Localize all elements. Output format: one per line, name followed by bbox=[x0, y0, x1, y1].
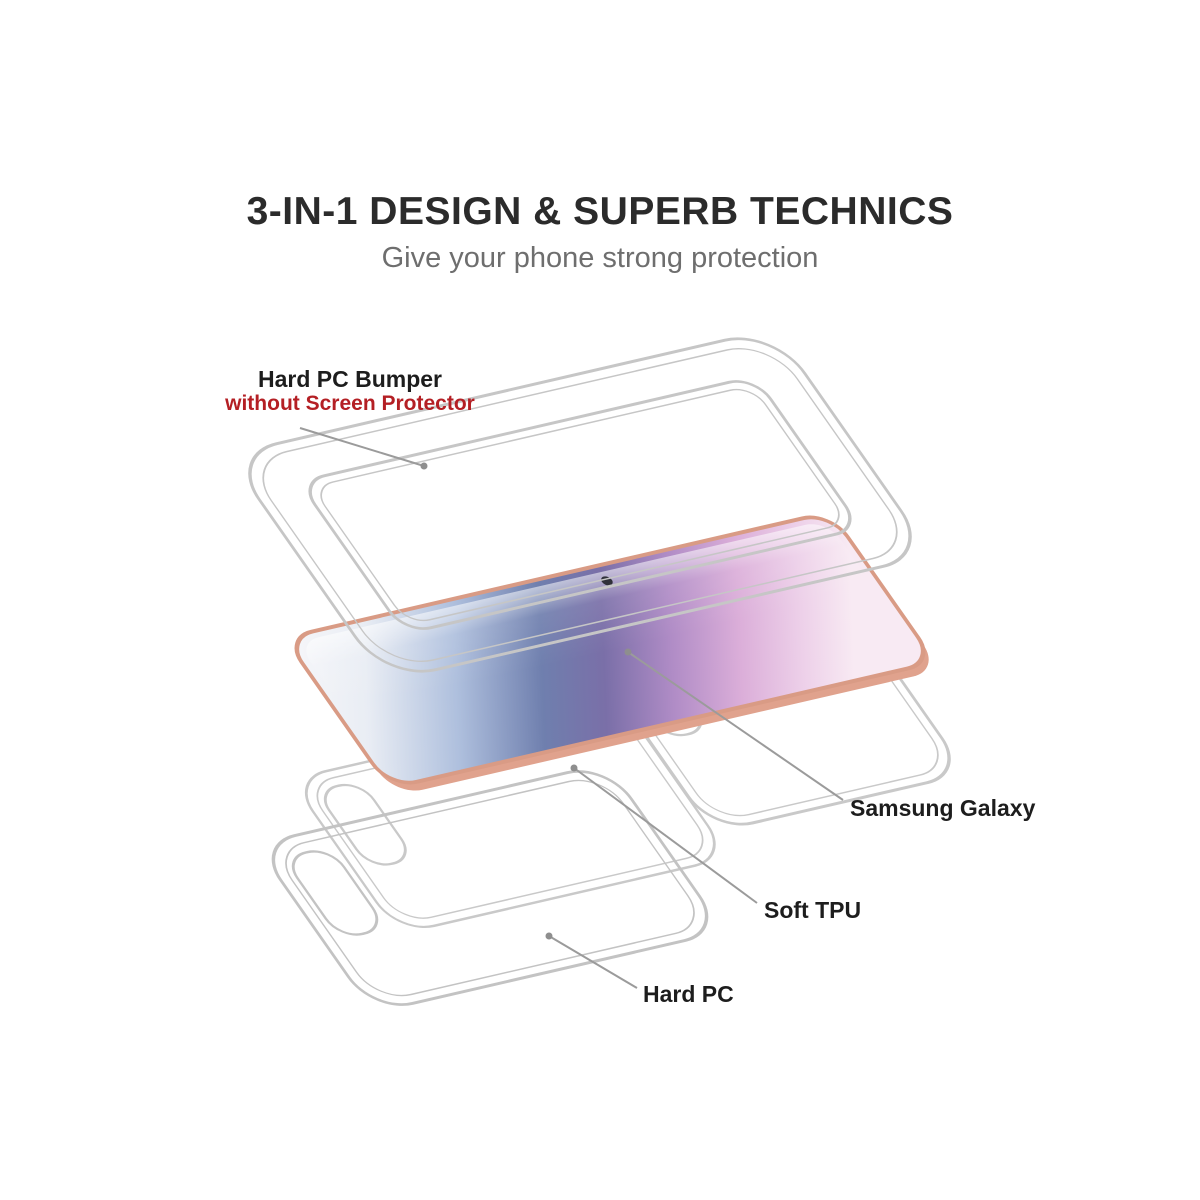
page-subtitle: Give your phone strong protection bbox=[381, 242, 819, 274]
callout-hard-pc: Hard PC bbox=[643, 981, 734, 1007]
leader-lines bbox=[299, 427, 844, 989]
header: 3-IN-1 DESIGN & SUPERB TECHNICS Give you… bbox=[0, 190, 1200, 275]
page-title: 3-IN-1 DESIGN & SUPERB TECHNICS bbox=[246, 190, 954, 233]
hard-pc-leader-line bbox=[548, 935, 638, 989]
screen-highlight bbox=[306, 524, 867, 709]
callout-bumper-line2: without Screen Protector bbox=[225, 392, 475, 416]
phone-leader-line bbox=[627, 651, 844, 801]
hard-pc-bumper-frame bbox=[248, 337, 912, 673]
leader-dots bbox=[420, 462, 632, 940]
bumper-leader-dot bbox=[420, 462, 428, 470]
tpu-leader-line bbox=[573, 767, 758, 904]
callout-bumper: Hard PC Bumper without Screen Protector bbox=[210, 366, 490, 417]
samsung-galaxy-phone bbox=[294, 515, 929, 791]
callout-soft-tpu: Soft TPU bbox=[764, 897, 862, 923]
tpu-leader-dot bbox=[570, 764, 578, 772]
hard-pc-leader-dot bbox=[545, 932, 553, 940]
bumper-leader-line bbox=[299, 427, 425, 467]
hard-pc-shell-back bbox=[271, 770, 709, 1006]
callout-samsung-galaxy: Samsung Galaxy bbox=[850, 795, 1036, 821]
callout-bumper-line1: Hard PC Bumper bbox=[257, 366, 443, 392]
phone-leader-dot bbox=[624, 648, 632, 656]
